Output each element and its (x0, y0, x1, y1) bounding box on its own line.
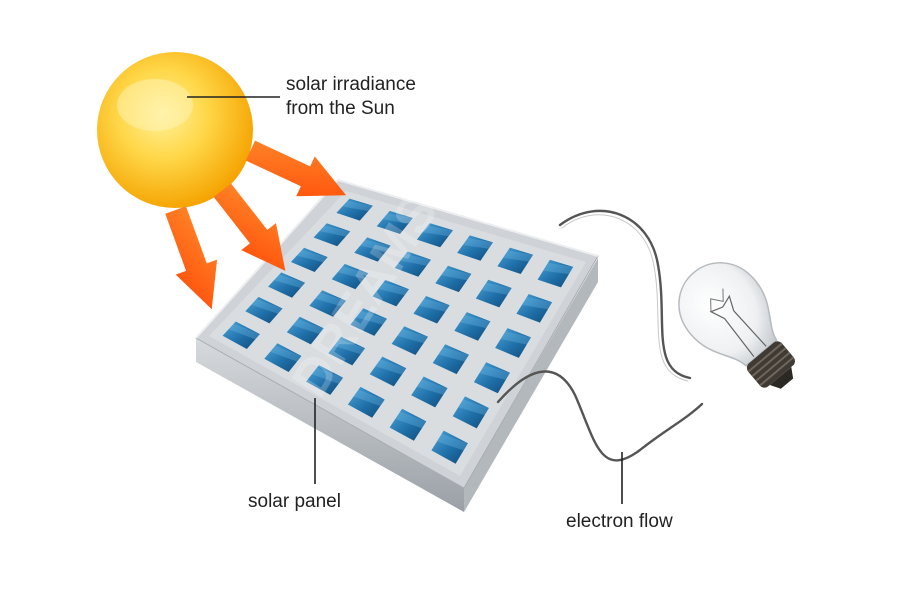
solar-cell (290, 247, 328, 272)
wires (496, 209, 704, 462)
solar-cell-highlight (251, 299, 283, 314)
solar-cell-highlight (400, 254, 431, 266)
solar-cell (516, 294, 553, 323)
solar-cell (432, 344, 469, 375)
solar-cell-highlight (437, 433, 468, 451)
solar-cell (376, 210, 413, 234)
solar-cell (331, 263, 369, 290)
solar-cell (495, 328, 531, 358)
solar-cell (435, 265, 472, 293)
solar-cell-highlight (274, 274, 306, 288)
arrow-icon (245, 140, 347, 197)
solar-cell-highlight (228, 323, 260, 340)
electron-flow-label: electron flow (566, 511, 673, 532)
solar-cell (369, 356, 407, 387)
light-bulb-icon (678, 262, 795, 389)
solar-cell (537, 259, 574, 288)
solar-cell (431, 430, 468, 464)
solar-cell (389, 408, 427, 441)
sun-icon (97, 52, 253, 208)
solar-cell (306, 365, 344, 395)
solar-cell (336, 198, 373, 221)
sun-label-line2: from the Sun (286, 98, 395, 119)
solar-cell (372, 279, 409, 307)
solar-cell-highlight (479, 365, 510, 380)
solar-cell (347, 386, 385, 418)
solar-cell (411, 376, 448, 408)
solar-cell (268, 272, 306, 298)
solar-cell (416, 223, 453, 248)
solar-cell-highlight (481, 282, 512, 295)
sun-label: solar irradiance from the Sun (286, 73, 416, 121)
solar-cell-highlight (397, 328, 428, 344)
solar-cell (413, 296, 450, 324)
solar-cell-highlight (319, 225, 351, 237)
solar-cell-highlight (419, 298, 450, 312)
solar-cell (391, 326, 428, 355)
panel-label: solar panel (248, 491, 341, 512)
solar-cell-highlight (375, 359, 407, 375)
solar-cell-highlight (521, 296, 553, 310)
solar-cell-highlight (296, 249, 328, 263)
solar-cell (454, 312, 491, 341)
solar-cell (350, 308, 387, 336)
solar-cell-highlight (315, 292, 347, 307)
solar-cell (309, 290, 347, 317)
solar-cell-highlight (292, 319, 324, 334)
solar-cell (245, 296, 283, 324)
solar-cell-highlight (500, 331, 531, 345)
solar-cell (473, 362, 510, 394)
solar-cell (313, 223, 351, 247)
solar-cell (394, 251, 431, 277)
solar-cell (264, 343, 302, 372)
solar-cell-highlight (270, 345, 302, 362)
solar-cell-highlight (503, 250, 534, 262)
solar-cell-highlight (382, 213, 413, 224)
solar-cell (475, 279, 512, 308)
solar-cell-highlight (422, 225, 453, 237)
solar-cell (497, 247, 534, 274)
solar-cell-highlight (458, 399, 489, 416)
solar-cell-highlight (353, 389, 385, 406)
irradiance-arrows (165, 140, 347, 310)
solar-cell (354, 237, 391, 262)
solar-cell (457, 235, 493, 261)
solar-cell (452, 396, 489, 429)
solar-panel-icon (195, 178, 599, 512)
solar-cell-highlight (459, 314, 491, 329)
sun-label-line1: solar irradiance (286, 74, 416, 95)
solar-cell-highlight (311, 367, 344, 384)
solar-cell-highlight (360, 239, 391, 252)
solar-cell-highlight (462, 238, 493, 249)
solar-cell-highlight (356, 310, 387, 325)
solar-cell-highlight (395, 411, 427, 429)
solar-cell-highlight (416, 379, 448, 395)
arrow-icon (165, 206, 218, 310)
solar-cell-highlight (438, 347, 469, 362)
solar-cell (286, 316, 324, 345)
solar-cell-highlight (337, 266, 369, 279)
solar-cell-highlight (378, 282, 409, 296)
solar-cell-highlight (342, 200, 373, 211)
solar-cell-grid (222, 198, 574, 464)
solar-cell (328, 336, 366, 366)
solar-cell (222, 321, 260, 349)
arrow-icon (213, 183, 286, 271)
solar-cell-highlight (334, 339, 366, 355)
solar-cell-highlight (441, 268, 472, 281)
solar-cell-highlight (543, 262, 574, 275)
